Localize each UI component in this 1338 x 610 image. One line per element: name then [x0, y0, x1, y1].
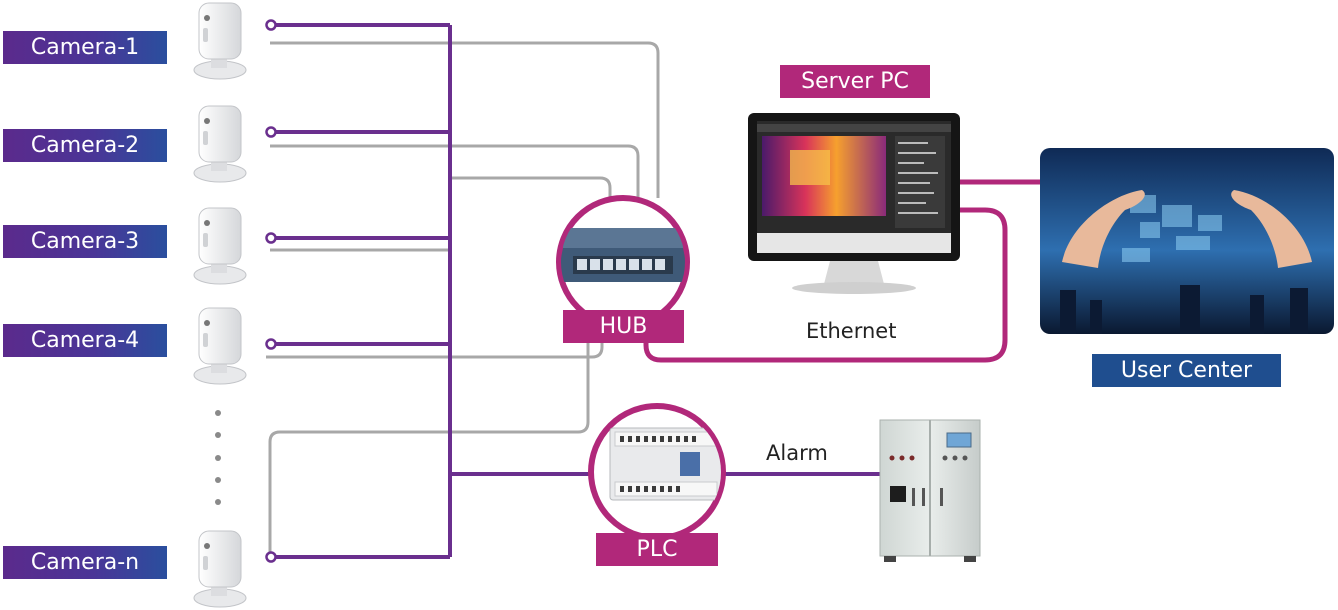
camera-1-label: Camera-1	[3, 31, 167, 64]
user-center-label: User Center	[1092, 354, 1281, 387]
hub-node	[556, 195, 690, 329]
plc-node	[588, 403, 726, 541]
camera-2-label: Camera-2	[3, 129, 167, 162]
camera-icon	[193, 2, 247, 80]
wire-camera-3-hub-a	[452, 176, 612, 202]
camera-icon	[193, 105, 247, 183]
camera-4-label: Camera-4	[3, 324, 167, 357]
camera-icons	[193, 2, 247, 608]
ellipsis-dots	[215, 410, 221, 505]
wire-camera-2-hub	[270, 144, 640, 200]
wire-hub-server	[643, 207, 1008, 363]
user-center-image	[1040, 148, 1334, 334]
camera-n-label: Camera-n	[3, 546, 167, 579]
camera-icon	[193, 207, 247, 285]
bus-terminals	[265, 19, 277, 563]
network-switch-icon	[561, 228, 685, 282]
hub-label: HUB	[563, 310, 684, 343]
grey-wires	[266, 41, 660, 560]
camera-3-label: Camera-3	[3, 225, 167, 258]
wire-camera-1-hub	[270, 41, 660, 198]
wire-camera-n-hub	[268, 322, 590, 560]
camera-icon	[193, 530, 247, 608]
alarm-label: Alarm	[766, 441, 828, 465]
server-pc-label: Server PC	[780, 65, 930, 98]
control-cabinet-icon	[879, 419, 981, 562]
ethernet-label: Ethernet	[806, 319, 897, 343]
server-monitor-icon	[748, 113, 960, 294]
plc-device-icon	[609, 427, 721, 501]
purple-bus	[274, 23, 880, 559]
wire-camera-4-hub	[266, 322, 604, 359]
ethernet-wires	[643, 179, 1042, 363]
plc-label: PLC	[596, 533, 718, 566]
camera-icon	[193, 307, 247, 385]
